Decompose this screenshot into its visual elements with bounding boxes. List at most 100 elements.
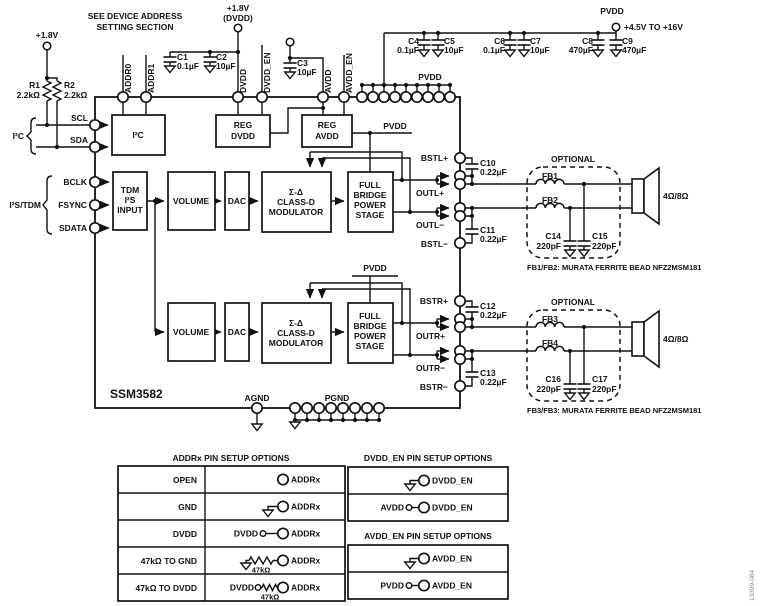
c12-ref: C12 [480,301,496,311]
source-node [405,582,413,589]
c7-value: 10µF [530,45,550,55]
supply-dvdd-label: +1.8V [227,3,250,13]
stage-r-4: STAGE [356,341,385,351]
pin-outl-minus-b [453,209,467,223]
sdata-label: SDATA [59,223,87,233]
outl-minus-label: OUTL− [416,220,444,230]
optional-label-l: OPTIONAL [551,154,595,164]
cap-c13 [464,371,480,378]
cap-c8 [590,39,606,46]
modulator-block-l [261,171,332,233]
c14-value: 220pF [536,241,561,251]
addr-pin-table: ADDRx PIN SETUP OPTIONS OPEN GND DVDD 47… [117,453,346,602]
avdd-en-pin-gnd [417,552,431,565]
addr-pin-47k-dvdd [276,581,290,594]
ground-icon [564,392,576,401]
pin-outl-plus-b [453,177,467,191]
pin-fsync [88,198,102,212]
terminal-avdd [285,37,295,47]
pin-pgnd [336,401,350,415]
pin-agnd [250,401,264,415]
pvdd-label-bus: PVDD [418,72,442,82]
i2c-block-label: I²C [132,130,143,140]
dac-block-l [224,171,250,231]
avdd-en-table-title: AVDD_EN PIN SETUP OPTIONS [364,531,492,541]
source-node [405,504,413,511]
terminal-1v8 [42,41,52,51]
c1-value: 0.1µF [177,61,199,71]
addr-row5-source: DVDD [230,583,254,593]
stage-r-1: FULL [359,311,381,321]
pin-outr-minus-b [453,352,467,366]
ground-icon [578,249,590,258]
ground-icon [418,49,430,58]
sda-label: SDA [70,135,88,145]
c4-value: 0.1µF [397,45,419,55]
mod-l-1: Σ-Δ [289,187,303,197]
addr-pin-gnd [276,500,290,513]
c16-ref: C16 [545,374,561,384]
modulator-block-r [261,302,332,364]
c13-ref: C13 [480,368,496,378]
c13-value: 0.22µF [480,377,507,387]
reg-dvdd-label2: DVDD [231,131,255,141]
addr-pin-dvdd [276,527,290,540]
fb3-label: FB3 [542,314,558,324]
c9-ref: C9 [622,36,633,46]
pin-outr-plus-b [453,320,467,334]
terminal-pvdd [611,22,621,32]
terminal-1v8-dvdd [233,23,243,33]
addr-pin-label-5: ADDRx [291,583,321,593]
address-note-2: SETTING SECTION [97,22,174,32]
outl-plus-label: OUTL+ [416,188,444,198]
addr1-label: ADDR1 [146,63,156,93]
stage-l-2: BRIDGE [353,190,386,200]
dvdd-en-table: DVDD_EN PIN SETUP OPTIONS DVDD_EN AVDD D… [347,453,509,522]
addr-pin-label-1: ADDRx [291,475,321,485]
cap-c15 [576,240,592,247]
pin-pvdd [355,90,369,104]
source-node [254,584,262,591]
outr-minus-label: OUTR− [416,363,445,373]
r2-value: 2.2kΩ [64,90,88,100]
c15-ref: C15 [592,231,608,241]
pin-pgnd [360,401,374,415]
pin-pvdd [377,90,391,104]
ground-icon [592,49,604,58]
scl-label: SCL [71,113,88,123]
agnd-label: AGND [244,393,269,403]
stage-r-3: POWER [354,331,386,341]
c3-value: 10µF [297,67,317,77]
addr-row4-option: 47kΩ TO GND [141,556,197,566]
bstr-plus-label: BSTR+ [420,296,448,306]
mod-r-2: CLASS-D [277,328,315,338]
dvdd-en-label: DVDD_EN [262,52,272,93]
c17-value: 220pF [592,384,617,394]
c7-ref: C7 [530,36,541,46]
bstl-minus-label: BSTL− [421,239,448,249]
tdm-input-block [112,171,148,231]
pin-pgnd [300,401,314,415]
chip-name: SSM3582 [110,387,163,401]
cap-c7 [516,39,532,46]
addr-row3-source: DVDD [234,529,258,539]
dac-block-r [224,302,250,362]
pin-bstl-minus [453,236,467,250]
reg-avdd-label2: AVDD [315,131,338,141]
r1-value: 2.2kΩ [17,90,41,100]
i2c-block [111,114,166,156]
addr-row5-resistor: 47kΩ [261,593,280,602]
mod-l-3: MODULATOR [269,207,323,217]
supply-dvdd-sub: (DVDD) [223,13,253,23]
pin-pvdd [421,90,435,104]
addr-pin-label-4: ADDRx [291,556,321,566]
avdd-en-label-1: AVDD_EN [432,554,472,564]
pin-sdata [88,221,102,235]
avdd-label: AVDD [323,70,333,93]
pin-pvdd [443,90,457,104]
ground-icon [204,65,216,74]
bstl-plus-label: BSTL+ [421,153,448,163]
optional-label-r: OPTIONAL [551,297,595,307]
speaker-impedance-r: 4Ω/8Ω [663,334,689,344]
tdm-label2: I²S [125,195,136,205]
